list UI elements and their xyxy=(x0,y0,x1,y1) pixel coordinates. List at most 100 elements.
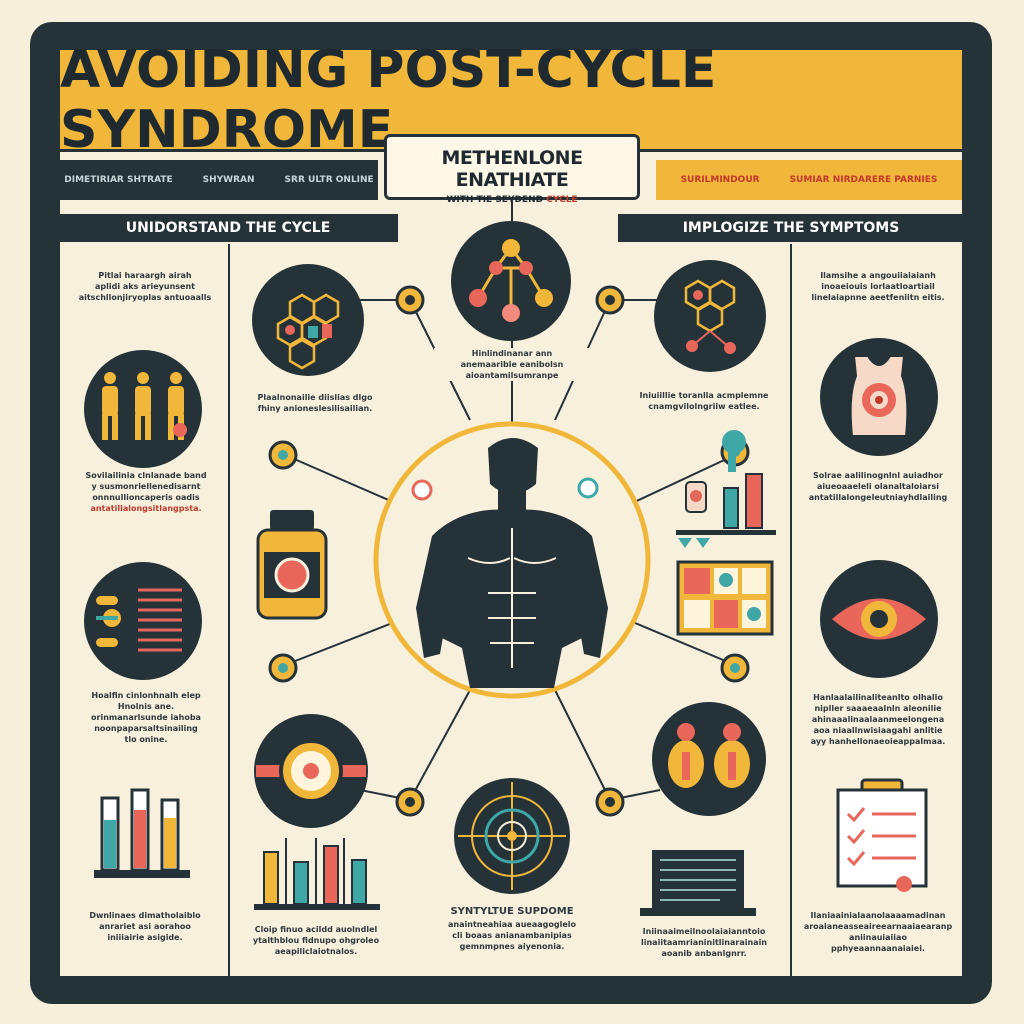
blurb-line: Hinlindinanar ann xyxy=(471,349,553,358)
blurb-line: aroalaneasseaireearnaaiaearanp xyxy=(803,922,953,931)
blurb-line: aniinauiaiiao xyxy=(849,933,907,942)
blurb-line: linelaiapnne aeetfeniitn eitis. xyxy=(811,293,945,302)
blurb-line: anrariet asi aorahoo xyxy=(99,922,191,931)
organs-icon xyxy=(652,702,766,816)
left-blurb-2: Sovilailinia clnlanade band y susmonriel… xyxy=(68,470,224,514)
blurb-line: iniiiairie asigide. xyxy=(107,933,183,942)
blurb-line: aitschllonjiryoplas antuoaalls xyxy=(78,293,212,302)
blurb-line: nipller saaaeaalnln aleonilie xyxy=(814,704,942,713)
strip-text: SURILMINDOUR xyxy=(680,175,760,185)
eye-icon xyxy=(820,560,938,678)
blurb-line: gemnmpnes aiyenonia. xyxy=(459,942,565,951)
athlete-figure-icon xyxy=(373,421,651,699)
blurb-line: onnnullioncaperis oadis xyxy=(92,493,200,502)
right-blurb-4: Ilaniaainialaanolaaaamadinan aroalaneass… xyxy=(800,910,956,954)
target-icon xyxy=(454,778,570,894)
hormone-gauge-icon xyxy=(254,714,368,828)
inner-right-blurb-2: Iniinaaimeilnoolaiaianntoio linaiitaamri… xyxy=(624,926,784,959)
blurb-line: ahinaaalinaalaanmeelongena xyxy=(811,715,945,724)
blurb-line: Solrae aalilinognlnl auiadhor xyxy=(813,471,943,480)
human-figures-icon xyxy=(84,350,202,468)
blurb-line: Iniinaaimeilnoolaiaianntoio xyxy=(642,927,766,936)
tank-top-icon xyxy=(820,338,938,456)
blurb-line: noonpaparsaltsinailing xyxy=(94,724,198,733)
blurb-line: y susmonriellenedisarnt xyxy=(91,482,201,491)
blurb-line: tlo onine. xyxy=(124,735,168,744)
blurb-line: pphyeaannaanaiaiei. xyxy=(831,944,925,953)
strip-text: SUMIAR NIRDARERE PARNIES xyxy=(789,175,938,185)
left-blurb-4: Dwnlinaes dimatholaiblo anrariet asi aor… xyxy=(70,910,220,943)
blurb-line: orinmanarlsunde iahoba xyxy=(91,713,201,722)
lab-chart-icon xyxy=(676,430,776,548)
blurb-line: anaintneahiaa aueaagoglelo xyxy=(448,920,576,929)
blurb-line: Hanlaalailinaliteanlto olhalio xyxy=(813,693,943,702)
title-banner: AVOIDING POST-CYCLE SYNDROME xyxy=(60,40,962,160)
dashboard-icon xyxy=(676,560,774,636)
blurb-line: Iniuiillie toranlla acmplemne xyxy=(639,391,769,400)
center-blurb-top: Hinlindinanar ann anemaarible eanibolsn … xyxy=(434,348,590,381)
section-title: IMPLOGIZE THE SYMPTOMS xyxy=(682,220,900,236)
checklist-icon xyxy=(836,778,928,892)
blurb-line: antatillalongsitlangpsta. xyxy=(90,504,202,513)
blurb-line: aplidi aks arieyunsent xyxy=(95,282,195,291)
blurb-line: aoa niaallnwisiaagahi anlitie xyxy=(813,726,943,735)
product-tagline: WITH TIE SEYDEND CYCLE xyxy=(387,195,637,205)
strip-text: SRR ULTR ONLINE xyxy=(284,175,374,185)
blurb-line: cnamgvilolngriiw eatlee. xyxy=(648,402,760,411)
tagline-prefix: WITH TIE SEYDEND xyxy=(446,195,544,205)
blurb-line: fhiny anioneslesilisailian. xyxy=(257,404,373,413)
bar-chart-icon xyxy=(254,838,380,910)
product-label: METHENLONE ENATHIATE WITH TIE SEYDEND CY… xyxy=(384,134,640,205)
right-blurb-3: Hanlaalailinaliteanlto olhalio nipller s… xyxy=(800,692,956,747)
product-name: METHENLONE ENATHIATE xyxy=(441,147,583,191)
blurb-line: cli boaas anianambanipias xyxy=(452,931,572,940)
blurb-line: Cloip finuo acildd auolndlel xyxy=(254,925,378,934)
inner-left-blurb-1: Plaalnonailie diislias dlgo fhiny anione… xyxy=(240,392,390,414)
section-tab-symptoms: IMPLOGIZE THE SYMPTOMS xyxy=(618,214,964,242)
blurb-line: linaiitaamrianinitlinarainain xyxy=(641,938,767,947)
right-info-strip: SURILMINDOUR SUMIAR NIRDARERE PARNIES xyxy=(656,160,962,200)
center-blurb-bottom: SYNTYLTUE SUPDOME anaintneahiaa aueaagog… xyxy=(426,906,598,952)
blurb-title: SYNTYLTUE SUPDOME xyxy=(450,906,574,917)
blurb-line: Pitlai haraargh airah xyxy=(98,271,192,280)
blurb-line: aiueoaaeleli olanaltaloiarsi xyxy=(817,482,939,491)
blurb-line: Sovilailinia clnlanade band xyxy=(85,471,207,480)
pill-chart-icon xyxy=(84,562,202,680)
blurb-line: ayy hanhellonaeoieappalmaa. xyxy=(810,737,946,746)
blurb-line: antatillalongeleutniayhdlailing xyxy=(808,493,948,502)
right-blurb-1: Ilamsihe a angouiiaiaianh inoaeiouis lor… xyxy=(800,270,956,303)
strip-text: DIMETIRIAR SHTRATE xyxy=(64,175,173,185)
blurb-line: Ilaniaainialaanolaaaamadinan xyxy=(810,911,946,920)
blurb-line: inoaeiouis lorlaatloartiail xyxy=(821,282,935,291)
inner-left-blurb-2: Cloip finuo acildd auolndlel ytalthblou … xyxy=(236,924,396,957)
blurb-line: anemaarible eanibolsn xyxy=(460,360,564,369)
blurb-line: Dwnlinaes dimatholaiblo xyxy=(89,911,201,920)
supplement-jar-icon xyxy=(256,510,328,620)
blurb-line: aeapiliclaiotnalos. xyxy=(274,947,358,956)
column-divider xyxy=(228,244,230,976)
strip-text: SHYWRAN xyxy=(202,175,255,185)
blurb-line: Hnolnis ane. xyxy=(117,702,175,711)
tagline-highlight: CYCLE xyxy=(546,195,578,205)
section-tab-understand: UNIDORSTAND THE CYCLE xyxy=(58,214,398,242)
molecule-icon xyxy=(451,221,571,341)
blurb-line: Plaalnonailie diislias dlgo xyxy=(257,393,373,402)
inner-right-blurb-1: Iniuiillie toranlla acmplemne cnamgvilol… xyxy=(626,390,782,412)
blurb-line: aioantamilsumranpe xyxy=(465,371,559,380)
blurb-line: ytalthblou fidnupo ohgroleo xyxy=(252,936,380,945)
blurb-line: aoanib anbanlgnrr. xyxy=(661,949,747,958)
section-title: UNIDORSTAND THE CYCLE xyxy=(125,220,331,236)
blurb-line: Hoalfin cinlonhnalh elep xyxy=(91,691,201,700)
right-blurb-2: Solrae aalilinognlnl auiadhor aiueoaaele… xyxy=(800,470,956,503)
left-blurb-3: Hoalfin cinlonhnalh elep Hnolnis ane. or… xyxy=(68,690,224,745)
lab-molecule-icon xyxy=(654,260,766,372)
left-blurb-1: Pitlai haraargh airah aplidi aks arieyun… xyxy=(70,270,220,303)
hexagon-molecule-icon xyxy=(252,264,364,376)
left-info-strip: DIMETIRIAR SHTRATE SHYWRAN SRR ULTR ONLI… xyxy=(60,160,378,200)
laptop-chart-icon xyxy=(640,850,756,916)
column-divider xyxy=(790,244,792,976)
test-tubes-icon xyxy=(94,788,190,878)
page-title: AVOIDING POST-CYCLE SYNDROME xyxy=(60,39,717,160)
blurb-line: Ilamsihe a angouiiaiaianh xyxy=(820,271,936,280)
